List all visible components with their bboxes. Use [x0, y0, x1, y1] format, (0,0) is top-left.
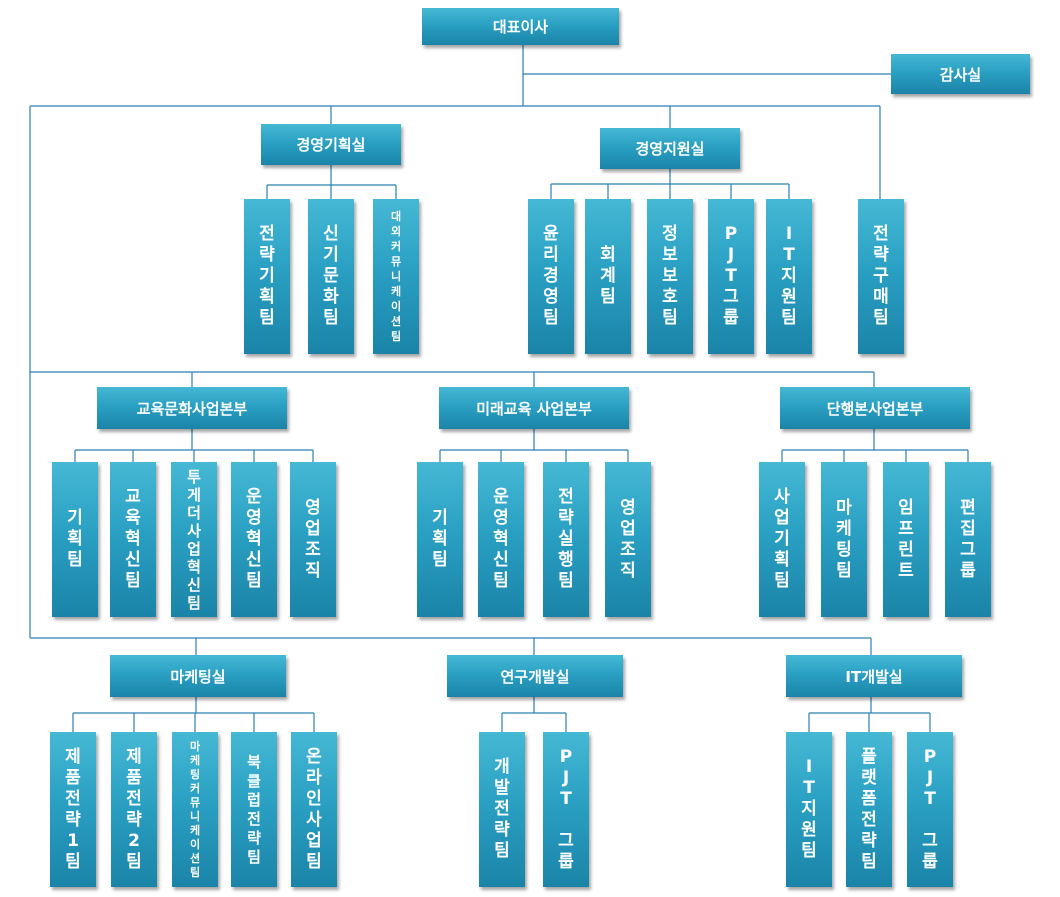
team-label: 전 략 구 매 팀: [873, 224, 889, 328]
team-label: 기 획 팀: [432, 508, 448, 570]
strategic-purchase-box: 전 략 구 매 팀: [858, 199, 904, 354]
team-label: 온 라 인 사 업 팀: [306, 746, 322, 872]
future-edu-division-box: 미래교육 사업본부: [439, 387, 629, 429]
planning-office-box: 경영기획실: [261, 124, 401, 165]
rnd-office-box: 연구개발실: [447, 655, 623, 697]
team-label: 개 발 전 략 팀: [494, 757, 510, 861]
team-label: 마 케 팅 커 뮤 니 케 이 션 팀: [189, 739, 201, 879]
team-box: 기 획 팀: [417, 462, 463, 617]
team-label: 플 랫 폼 전 략 팀: [861, 746, 877, 872]
it-dev-office-box: IT개발실: [786, 655, 962, 697]
ceo-box: 대표이사: [422, 8, 619, 45]
team-label: 회 계 팀: [600, 245, 616, 307]
team-box: 정 보 보 호 팀: [647, 199, 693, 354]
team-box: 전 략 기 획 팀: [244, 199, 290, 354]
team-label: 전 략 실 행 팀: [558, 487, 574, 591]
team-box: 제 품 전 략 1 팀: [50, 732, 96, 887]
team-label: P J T 그 룹: [922, 746, 938, 872]
team-box: P J T 그 룹: [907, 732, 953, 887]
team-box: I T 지 원 팀: [786, 732, 832, 887]
team-label: 마 케 팅 팀: [836, 497, 852, 581]
team-box: 임 프 린 트: [883, 462, 929, 617]
team-label: 전 략 기 획 팀: [259, 224, 275, 328]
team-box: 플 랫 폼 전 략 팀: [846, 732, 892, 887]
team-label: 제 품 전 략 1 팀: [65, 746, 81, 872]
team-label: 교 육 혁 신 팀: [125, 487, 141, 591]
team-label: 영 업 조 직: [305, 497, 321, 581]
team-box: 운 영 혁 신 팀: [231, 462, 277, 617]
team-box: 개 발 전 략 팀: [479, 732, 525, 887]
team-label: 신 기 문 화 팀: [323, 224, 339, 328]
team-box: 사 업 기 획 팀: [759, 462, 805, 617]
team-box: 전 략 실 행 팀: [543, 462, 589, 617]
marketing-office-label: 마케팅실: [170, 667, 226, 686]
ceo-label: 대표이사: [492, 18, 549, 36]
team-box: P J T 그 룹: [543, 732, 589, 887]
team-label: 운 영 혁 신 팀: [246, 487, 262, 591]
team-box: I T 지 원 팀: [766, 199, 812, 354]
support-office-label: 경영지원실: [635, 140, 705, 158]
team-box: 제 품 전 략 2 팀: [111, 732, 157, 887]
team-label: 영 업 조 직: [620, 497, 636, 581]
team-label: 편 집 그 룹: [960, 497, 976, 581]
team-box: 영 업 조 직: [605, 462, 651, 617]
book-division-box: 단행본사업본부: [780, 387, 970, 429]
team-box: 투 게 더 사 업 혁 신 팀: [171, 462, 217, 617]
planning-office-label: 경영기획실: [296, 136, 366, 154]
audit-box: 감사실: [891, 54, 1030, 94]
team-box: 북 클 럽 전 략 팀: [231, 732, 277, 887]
team-label: 운 영 혁 신 팀: [493, 487, 509, 591]
team-label: 제 품 전 략 2 팀: [126, 746, 142, 872]
team-label: 정 보 보 호 팀: [662, 224, 678, 328]
future-edu-division-label: 미래교육 사업본부: [476, 399, 592, 418]
team-label: 대 외 커 뮤 니 케 이 션 팀: [390, 210, 402, 343]
team-box: 영 업 조 직: [290, 462, 336, 617]
edu-culture-division-label: 교육문화사업본부: [136, 399, 248, 418]
team-label: 사 업 기 획 팀: [774, 487, 790, 591]
audit-label: 감사실: [939, 65, 982, 84]
book-division-label: 단행본사업본부: [826, 399, 924, 418]
team-box: 편 집 그 룹: [945, 462, 991, 617]
team-label: 임 프 린 트: [898, 497, 914, 581]
rnd-office-label: 연구개발실: [500, 667, 570, 686]
team-box: 마 케 팅 팀: [821, 462, 867, 617]
it-dev-office-label: IT개발실: [845, 667, 903, 686]
team-box: P J T 그 룹: [708, 199, 754, 354]
team-label: 윤 리 경 영 팀: [543, 224, 559, 328]
edu-culture-division-box: 교육문화사업본부: [97, 387, 287, 429]
team-label: 북 클 럽 전 략 팀: [247, 752, 261, 866]
team-box: 신 기 문 화 팀: [308, 199, 354, 354]
support-office-box: 경영지원실: [600, 128, 740, 169]
team-label: I T 지 원 팀: [781, 224, 797, 328]
team-box: 대 외 커 뮤 니 케 이 션 팀: [373, 199, 419, 354]
team-label: P J T 그 룹: [558, 746, 574, 872]
team-box: 윤 리 경 영 팀: [528, 199, 574, 354]
team-label: 투 게 더 사 업 혁 신 팀: [187, 467, 201, 612]
team-box: 온 라 인 사 업 팀: [291, 732, 337, 887]
team-box: 기 획 팀: [52, 462, 98, 617]
team-label: P J T 그 룹: [723, 224, 739, 328]
team-label: I T 지 원 팀: [801, 757, 817, 861]
team-box: 운 영 혁 신 팀: [478, 462, 524, 617]
marketing-office-box: 마케팅실: [110, 655, 286, 697]
team-box: 교 육 혁 신 팀: [110, 462, 156, 617]
team-box: 회 계 팀: [585, 199, 631, 354]
team-box: 마 케 팅 커 뮤 니 케 이 션 팀: [172, 732, 218, 887]
team-label: 기 획 팀: [67, 508, 83, 570]
